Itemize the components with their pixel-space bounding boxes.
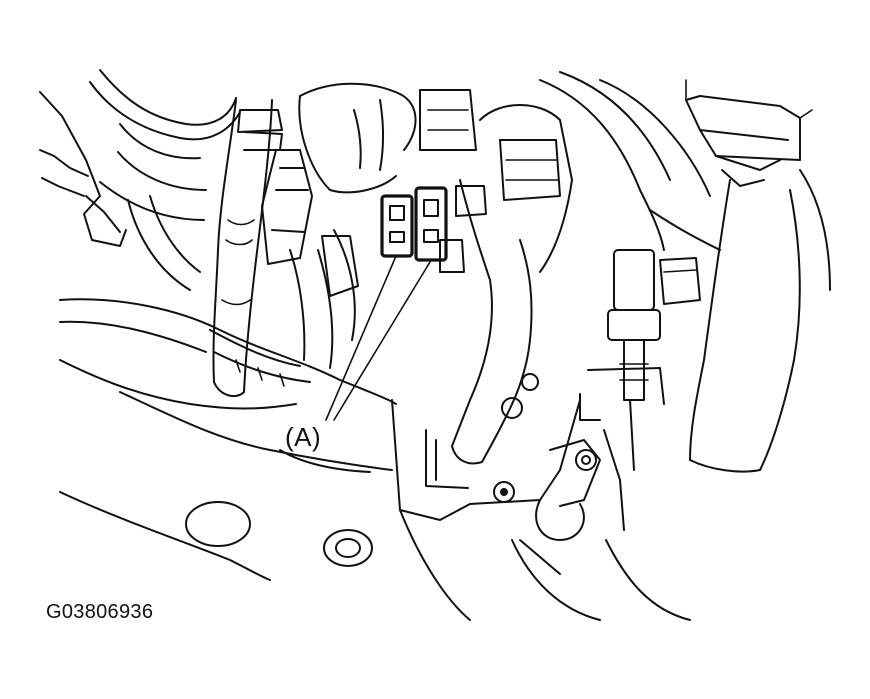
main-harness-bundle bbox=[212, 99, 283, 398]
center-harness bbox=[261, 149, 359, 369]
upper-right-box bbox=[685, 79, 813, 187]
right-connector bbox=[439, 185, 487, 273]
upper-left-hoses bbox=[89, 69, 241, 291]
round-openings bbox=[185, 501, 373, 567]
connector-a-left bbox=[380, 194, 414, 258]
floor-frame bbox=[59, 298, 691, 621]
right-center-hose bbox=[451, 104, 573, 465]
upper-right-hoses bbox=[539, 71, 721, 251]
callout-leaders bbox=[325, 255, 431, 421]
upper-center-hose bbox=[298, 82, 477, 194]
engine-bracket bbox=[391, 373, 581, 521]
sensor-assembly bbox=[579, 249, 701, 531]
connector-a-right bbox=[414, 186, 448, 262]
figure-code: G03806936 bbox=[46, 601, 154, 623]
lower-harness bbox=[209, 329, 311, 387]
callout-label-a: (A) bbox=[285, 422, 322, 452]
left-bracket bbox=[39, 91, 127, 247]
right-vertical-pipe bbox=[689, 169, 831, 473]
lower-right-bracket bbox=[519, 439, 601, 575]
